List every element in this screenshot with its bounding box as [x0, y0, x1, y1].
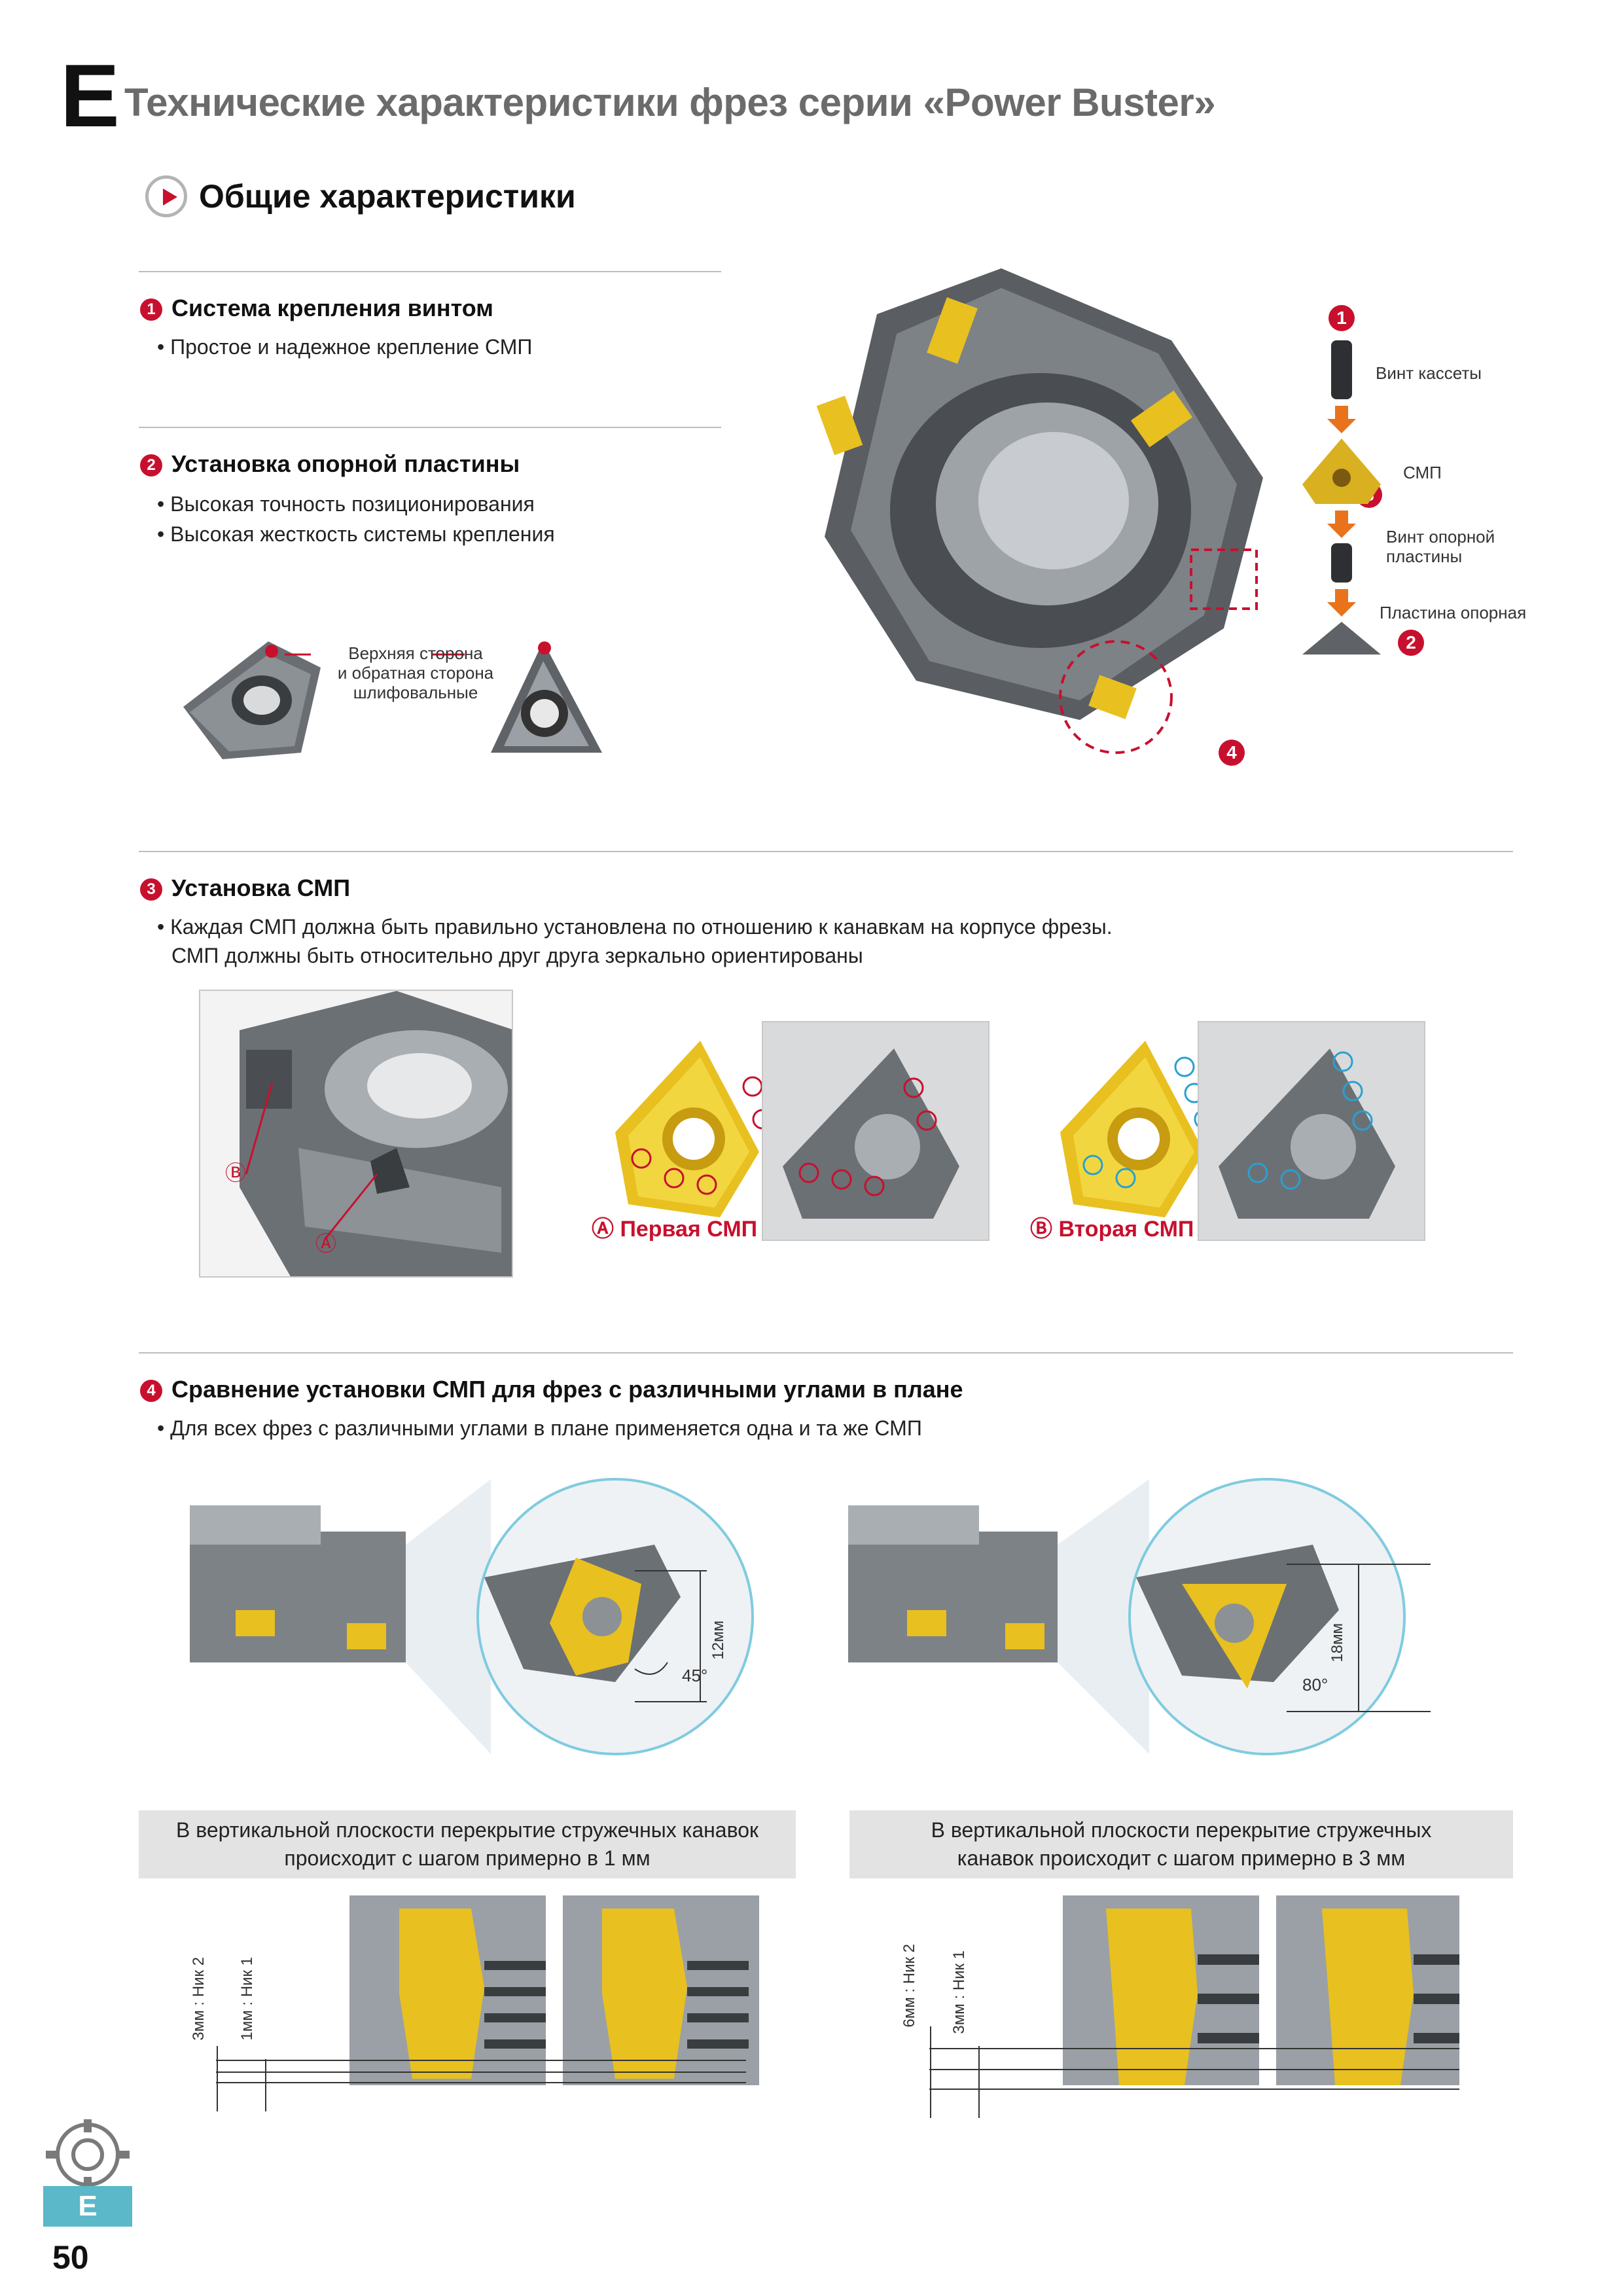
divider — [139, 427, 721, 428]
divider — [139, 271, 721, 272]
note-left: В вертикальной плоскости перекрытие стру… — [139, 1810, 796, 1878]
cutter-45-comparison — [190, 1478, 754, 1755]
chapter-letter: E — [60, 46, 120, 145]
section-title: Общие характеристики — [199, 178, 576, 215]
part-label: СМП — [1403, 463, 1442, 482]
dimension-label: 12мм — [709, 1621, 727, 1660]
caption-second-insert: Ⓑ Вторая СМП — [1030, 1217, 1194, 1242]
section-1-bullet: Простое и надежное крепление СМП — [157, 335, 532, 359]
groove-detail-left — [216, 1895, 759, 2111]
support-plate-back — [491, 641, 602, 753]
section-2-bullet: Высокая жесткость системы крепления — [157, 522, 555, 547]
section-4-heading: 4 Сравнение установки СМП для фрез с разл… — [140, 1376, 963, 1403]
play-arrow-icon — [145, 175, 187, 217]
number-badge: 4 — [140, 1380, 162, 1403]
section-header: Общие характеристики — [145, 175, 576, 217]
support-plate-front — [183, 641, 321, 759]
part-label-line: Винт опорной — [1386, 527, 1495, 547]
second-insert-seat-photo — [1198, 1021, 1425, 1241]
caption-first-insert: Ⓐ Первая СМП — [592, 1217, 758, 1242]
page-number: 50 — [52, 2239, 89, 2276]
first-insert-seat-photo — [762, 1021, 990, 1241]
part-label: Винт кассеты — [1376, 363, 1482, 383]
page-title: Технические характеристики фрез серии «P… — [124, 81, 1216, 124]
note-right: В вертикальной плоскости перекрытие стру… — [849, 1810, 1513, 1878]
marker-2-text: 2 — [1398, 630, 1424, 656]
nick-label: 3мм : Ник 1 — [950, 1950, 968, 2034]
number-badge: 2 — [140, 454, 162, 477]
seat-photo-art — [1199, 1022, 1424, 1240]
section-1-heading: 1 Система крепления винтом — [140, 295, 493, 322]
exploded-parts — [1302, 340, 1381, 655]
note-right-line: канавок происходит с шагом примерно в 3 … — [957, 1846, 1406, 1870]
marker-4: 4 — [1219, 740, 1245, 766]
section-3-line: Каждая СМП должна быть правильно установ… — [157, 915, 1113, 939]
number-badge: 3 — [140, 878, 162, 901]
section-3-line: СМП должны быть относительно друг друга … — [171, 944, 863, 967]
section-4-bullet: Для всех фрез с различными углами в план… — [157, 1416, 922, 1441]
note-right-line: В вертикальной плоскости перекрытие стру… — [931, 1818, 1432, 1842]
insert-note: Верхняя сторона и обратная сторона шлифо… — [327, 643, 504, 703]
second-insert-illustration — [1060, 1041, 1215, 1217]
insert-note-line: Верхняя сторона — [348, 643, 483, 663]
divider — [139, 851, 1513, 852]
section-2-heading: 2 Установка опорной пластины — [140, 450, 520, 478]
cutter-photo: Ⓑ Ⓐ — [199, 990, 513, 1278]
marker-4-text: 4 — [1219, 740, 1245, 766]
nick-label: 3мм : Ник 2 — [190, 1957, 207, 2041]
chapter-tab[interactable]: E — [43, 2186, 132, 2227]
section-3-heading-text: Установка СМП — [171, 874, 351, 901]
photo-label-a: Ⓐ — [315, 1232, 337, 1255]
section-3-heading: 3 Установка СМП — [140, 874, 350, 902]
part-label-line: пластины — [1386, 546, 1463, 566]
support-plate-illustration — [183, 641, 602, 759]
angle-label: 45° — [682, 1666, 708, 1685]
number-badge: 1 — [140, 298, 162, 321]
milling-cutter-image — [816, 268, 1263, 754]
dimension-label: 18мм — [1329, 1623, 1346, 1662]
groove-detail-right — [929, 1895, 1459, 2118]
nick-label: 1мм : Ник 1 — [238, 1957, 256, 2041]
cutter-photo-art — [240, 991, 512, 1276]
first-insert-illustration — [615, 1041, 773, 1217]
seat-photo-art — [763, 1022, 988, 1240]
nick-label: 6мм : Ник 2 — [901, 1944, 918, 2028]
angle-label: 80° — [1302, 1675, 1329, 1695]
divider — [139, 1352, 1513, 1354]
marker-2: 2 — [1398, 630, 1424, 656]
part-label: Пластина опорная — [1380, 603, 1527, 622]
marker-1-text: 1 — [1329, 305, 1355, 331]
cutter-logo-icon — [46, 2119, 130, 2186]
insert-note-line: и обратная сторона — [337, 662, 494, 683]
section-1-heading-text: Система крепления винтом — [171, 295, 493, 321]
section-2-heading-text: Установка опорной пластины — [171, 450, 520, 477]
insert-note-line: шлифовальные — [353, 682, 478, 702]
note-left-line: В вертикальной плоскости перекрытие стру… — [175, 1818, 759, 1842]
part-label: Винт опорной пластины — [1386, 527, 1495, 567]
photo-label-b: Ⓑ — [225, 1161, 247, 1185]
marker-1: 1 — [1329, 305, 1355, 331]
note-left-line: происходит с шагом примерно в 1 мм — [284, 1846, 651, 1870]
cutter-80-comparison — [848, 1478, 1431, 1755]
section-4-heading-text: Сравнение установки СМП для фрез с разли… — [171, 1376, 963, 1403]
section-2-bullet: Высокая точность позиционирования — [157, 492, 535, 516]
